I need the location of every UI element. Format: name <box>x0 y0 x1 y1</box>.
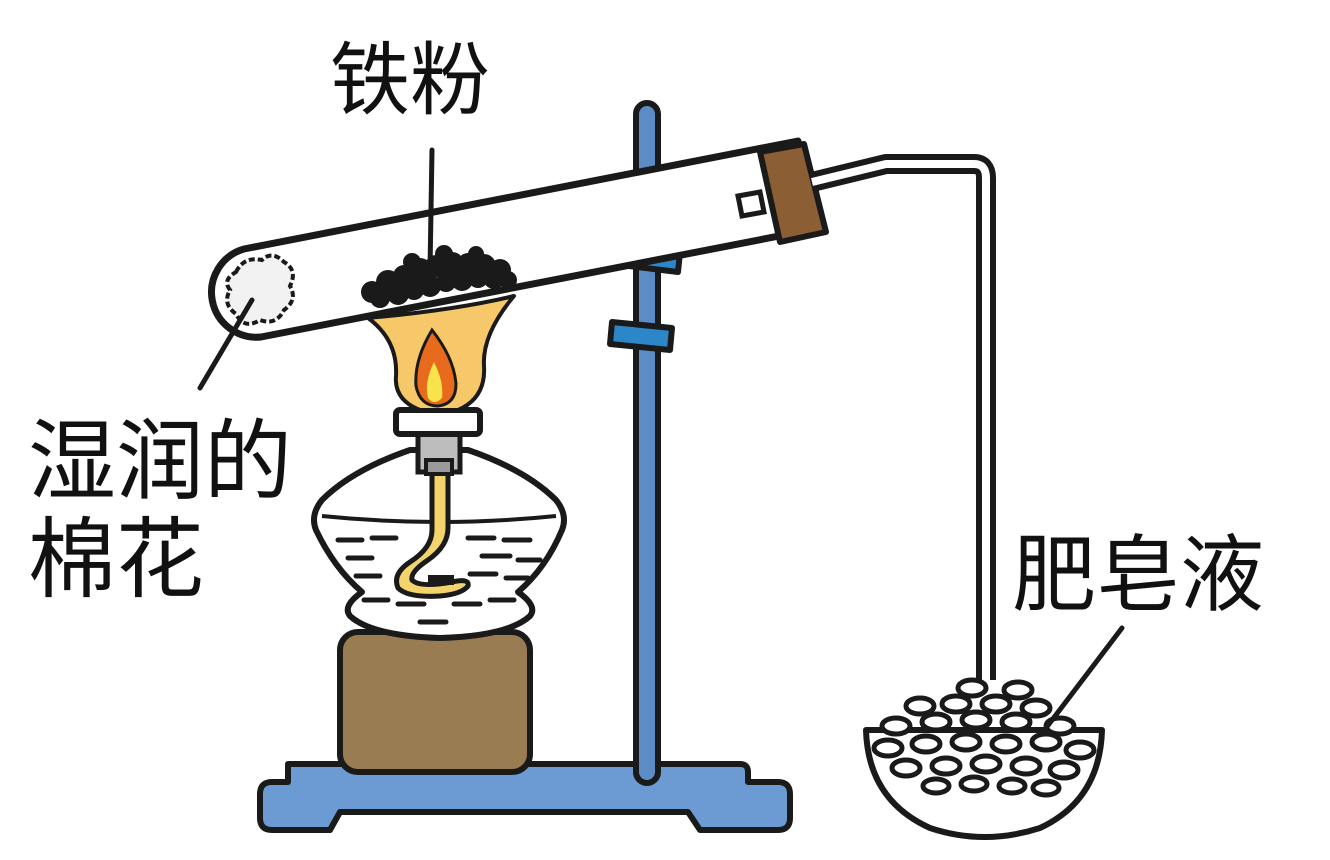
wet-cotton <box>225 253 295 326</box>
test-tube-glass <box>208 137 819 341</box>
leader-lines <box>197 147 1125 731</box>
lamp-liquid <box>335 535 543 625</box>
stand-base <box>257 761 793 833</box>
label-iron-powder: 铁粉 <box>330 34 490 127</box>
test-tube <box>208 137 829 341</box>
lamp-cap <box>393 407 483 437</box>
stand-rod <box>633 100 661 786</box>
delivery-tube <box>809 154 996 680</box>
alcohol-lamp <box>311 407 567 641</box>
label-wet-cotton-line2: 棉花 <box>28 508 204 611</box>
label-wet-cotton-line1: 湿润的 <box>28 410 292 513</box>
leader-soap-solution <box>1043 625 1125 731</box>
iron-powder-pile <box>361 245 517 308</box>
flame <box>366 294 516 412</box>
boss-clamp-lower <box>607 319 675 353</box>
wooden-block <box>337 629 533 775</box>
soap-bubbles <box>871 677 1097 798</box>
label-soap-solution: 肥皂液 <box>1012 526 1264 624</box>
leader-iron-powder <box>427 147 435 273</box>
lamp-wick <box>394 467 471 599</box>
leader-wet-cotton <box>197 297 255 391</box>
soap-dish <box>863 677 1105 840</box>
rubber-stopper <box>757 141 829 245</box>
flame-core <box>426 362 443 402</box>
